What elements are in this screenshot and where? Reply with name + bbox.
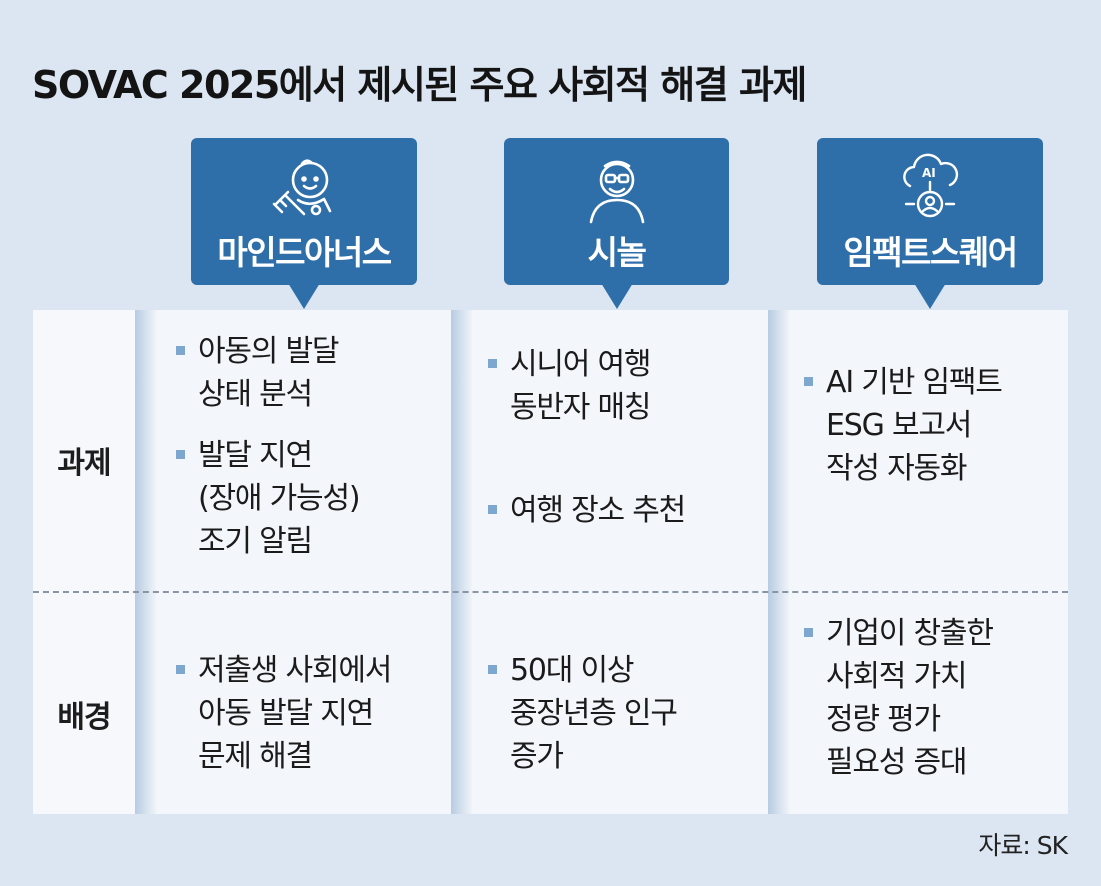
item-line: ESG 보고서 — [826, 408, 972, 443]
item-line: 증가 — [510, 739, 564, 774]
item-line: (장애 가능성) — [198, 481, 361, 516]
item-line: 시니어 여행 — [510, 347, 652, 382]
company-name-mindhonors: 마인드아너스 — [217, 233, 392, 272]
task-item: 발달 지연 (장애 가능성) 조기 알림 — [198, 434, 361, 563]
column-panel-3 — [768, 310, 1068, 814]
task-item: 아동의 발달 상태 분석 — [198, 330, 340, 416]
company-name-sinol: 시놀 — [587, 233, 647, 272]
task-item: AI 기반 임팩트 ESG 보고서 작성 자동화 — [826, 361, 1003, 490]
item-line: AI 기반 임팩트 — [826, 365, 1003, 400]
item-line: 조기 알림 — [198, 524, 313, 559]
item-line: 아동 발달 지연 — [198, 696, 374, 731]
row-label-column: 과제 배경 — [33, 310, 135, 814]
bullet-marker — [488, 359, 497, 368]
row-divider — [33, 591, 1068, 593]
item-line: 아동의 발달 — [198, 334, 340, 369]
item-line: 여행 장소 추천 — [510, 493, 686, 528]
bullet-marker — [488, 505, 497, 514]
source-credit: 자료: SK — [978, 831, 1068, 860]
column-panel-2 — [451, 310, 768, 814]
background-item: 저출생 사회에서 아동 발달 지연 문제 해결 — [198, 649, 392, 778]
baby-syringe-icon — [266, 150, 342, 226]
background-item: 50대 이상 중장년층 인구 증가 — [510, 649, 678, 778]
item-line: 작성 자동화 — [826, 451, 968, 486]
item-line: 동반자 매칭 — [510, 390, 652, 425]
item-line: 필요성 증대 — [826, 745, 968, 780]
item-line: 저출생 사회에서 — [198, 653, 392, 688]
item-line: 기업이 창출한 — [826, 616, 994, 651]
svg-text:AI: AI — [922, 166, 936, 180]
item-line: 중장년층 인구 — [510, 696, 678, 731]
column-panel-1 — [135, 310, 451, 814]
bullet-marker — [176, 665, 185, 674]
item-line: 정량 평가 — [826, 702, 941, 737]
task-item: 여행 장소 추천 — [510, 489, 686, 532]
bullet-marker — [804, 377, 813, 386]
task-item: 시니어 여행 동반자 매칭 — [510, 343, 652, 429]
header-bubble-sinol: 시놀 — [504, 138, 729, 309]
bullet-marker — [176, 450, 185, 459]
elderly-person-icon — [579, 150, 655, 226]
row-label-task: 과제 — [57, 446, 111, 481]
ai-cloud-person-icon: AI — [892, 150, 968, 226]
item-line: 문제 해결 — [198, 739, 313, 774]
page-title: SOVAC 2025에서 제시된 주요 사회적 해결 과제 — [32, 63, 807, 107]
item-line: 50대 이상 — [510, 653, 635, 688]
company-name-impactsquare: 임팩트스퀘어 — [843, 233, 1018, 272]
bullet-marker — [176, 346, 185, 355]
item-line: 사회적 가치 — [826, 659, 968, 694]
row-label-background: 배경 — [57, 700, 111, 735]
item-line: 발달 지연 — [198, 438, 313, 473]
bullet-marker — [804, 628, 813, 637]
header-bubble-mindhonors: 마인드아너스 — [191, 138, 417, 309]
header-bubble-impactsquare: AI 임팩트스퀘어 — [817, 138, 1043, 309]
item-line: 상태 분석 — [198, 377, 313, 412]
background-item: 기업이 창출한 사회적 가치 정량 평가 필요성 증대 — [826, 612, 994, 784]
bullet-marker — [488, 665, 497, 674]
